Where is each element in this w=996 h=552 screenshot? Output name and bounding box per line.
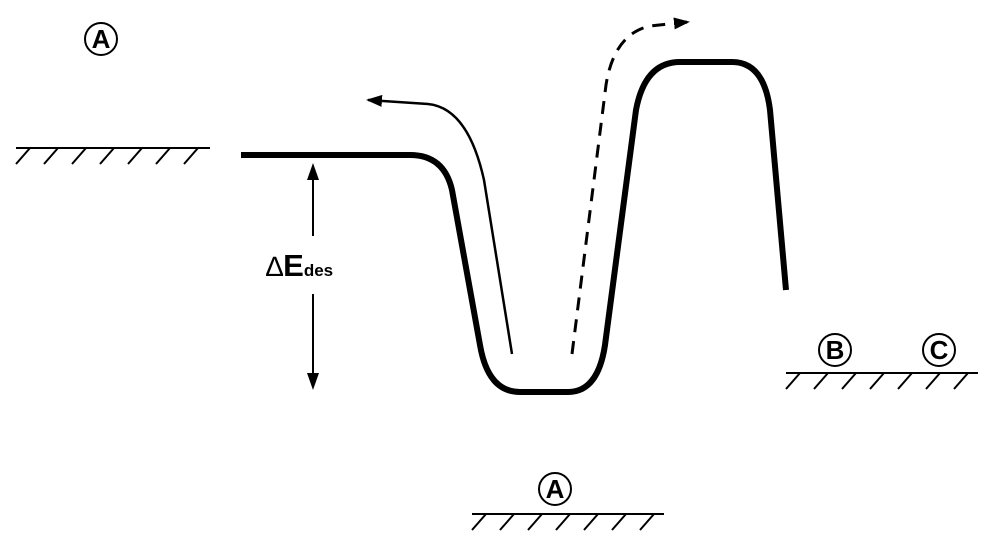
- adsorption-surface-hatch: [471, 513, 664, 531]
- species-c-label: C: [930, 335, 949, 365]
- species-a-gas-marker: A: [84, 22, 118, 56]
- desorption-path-arrow: [366, 94, 514, 355]
- desorption-energy-arrow: [307, 163, 319, 390]
- species-a-gas-label: A: [92, 24, 111, 54]
- species-c-marker: C: [922, 333, 956, 367]
- species-b-marker: B: [818, 333, 852, 367]
- species-b-label: B: [826, 335, 845, 365]
- reaction-path-arrow: [570, 17, 690, 355]
- species-a-adsorbed-marker: A: [538, 472, 572, 506]
- energy-symbol: E: [283, 248, 304, 283]
- delta-symbol: ∆: [266, 251, 284, 282]
- energy-subscript: des: [304, 261, 333, 280]
- potential-energy-curve: [241, 59, 789, 395]
- species-a-adsorbed-label: A: [546, 474, 565, 504]
- desorption-energy-label: ∆Edes: [266, 248, 333, 283]
- gas-phase-surface-hatch: [15, 147, 210, 165]
- product-surface-hatch: [785, 372, 978, 390]
